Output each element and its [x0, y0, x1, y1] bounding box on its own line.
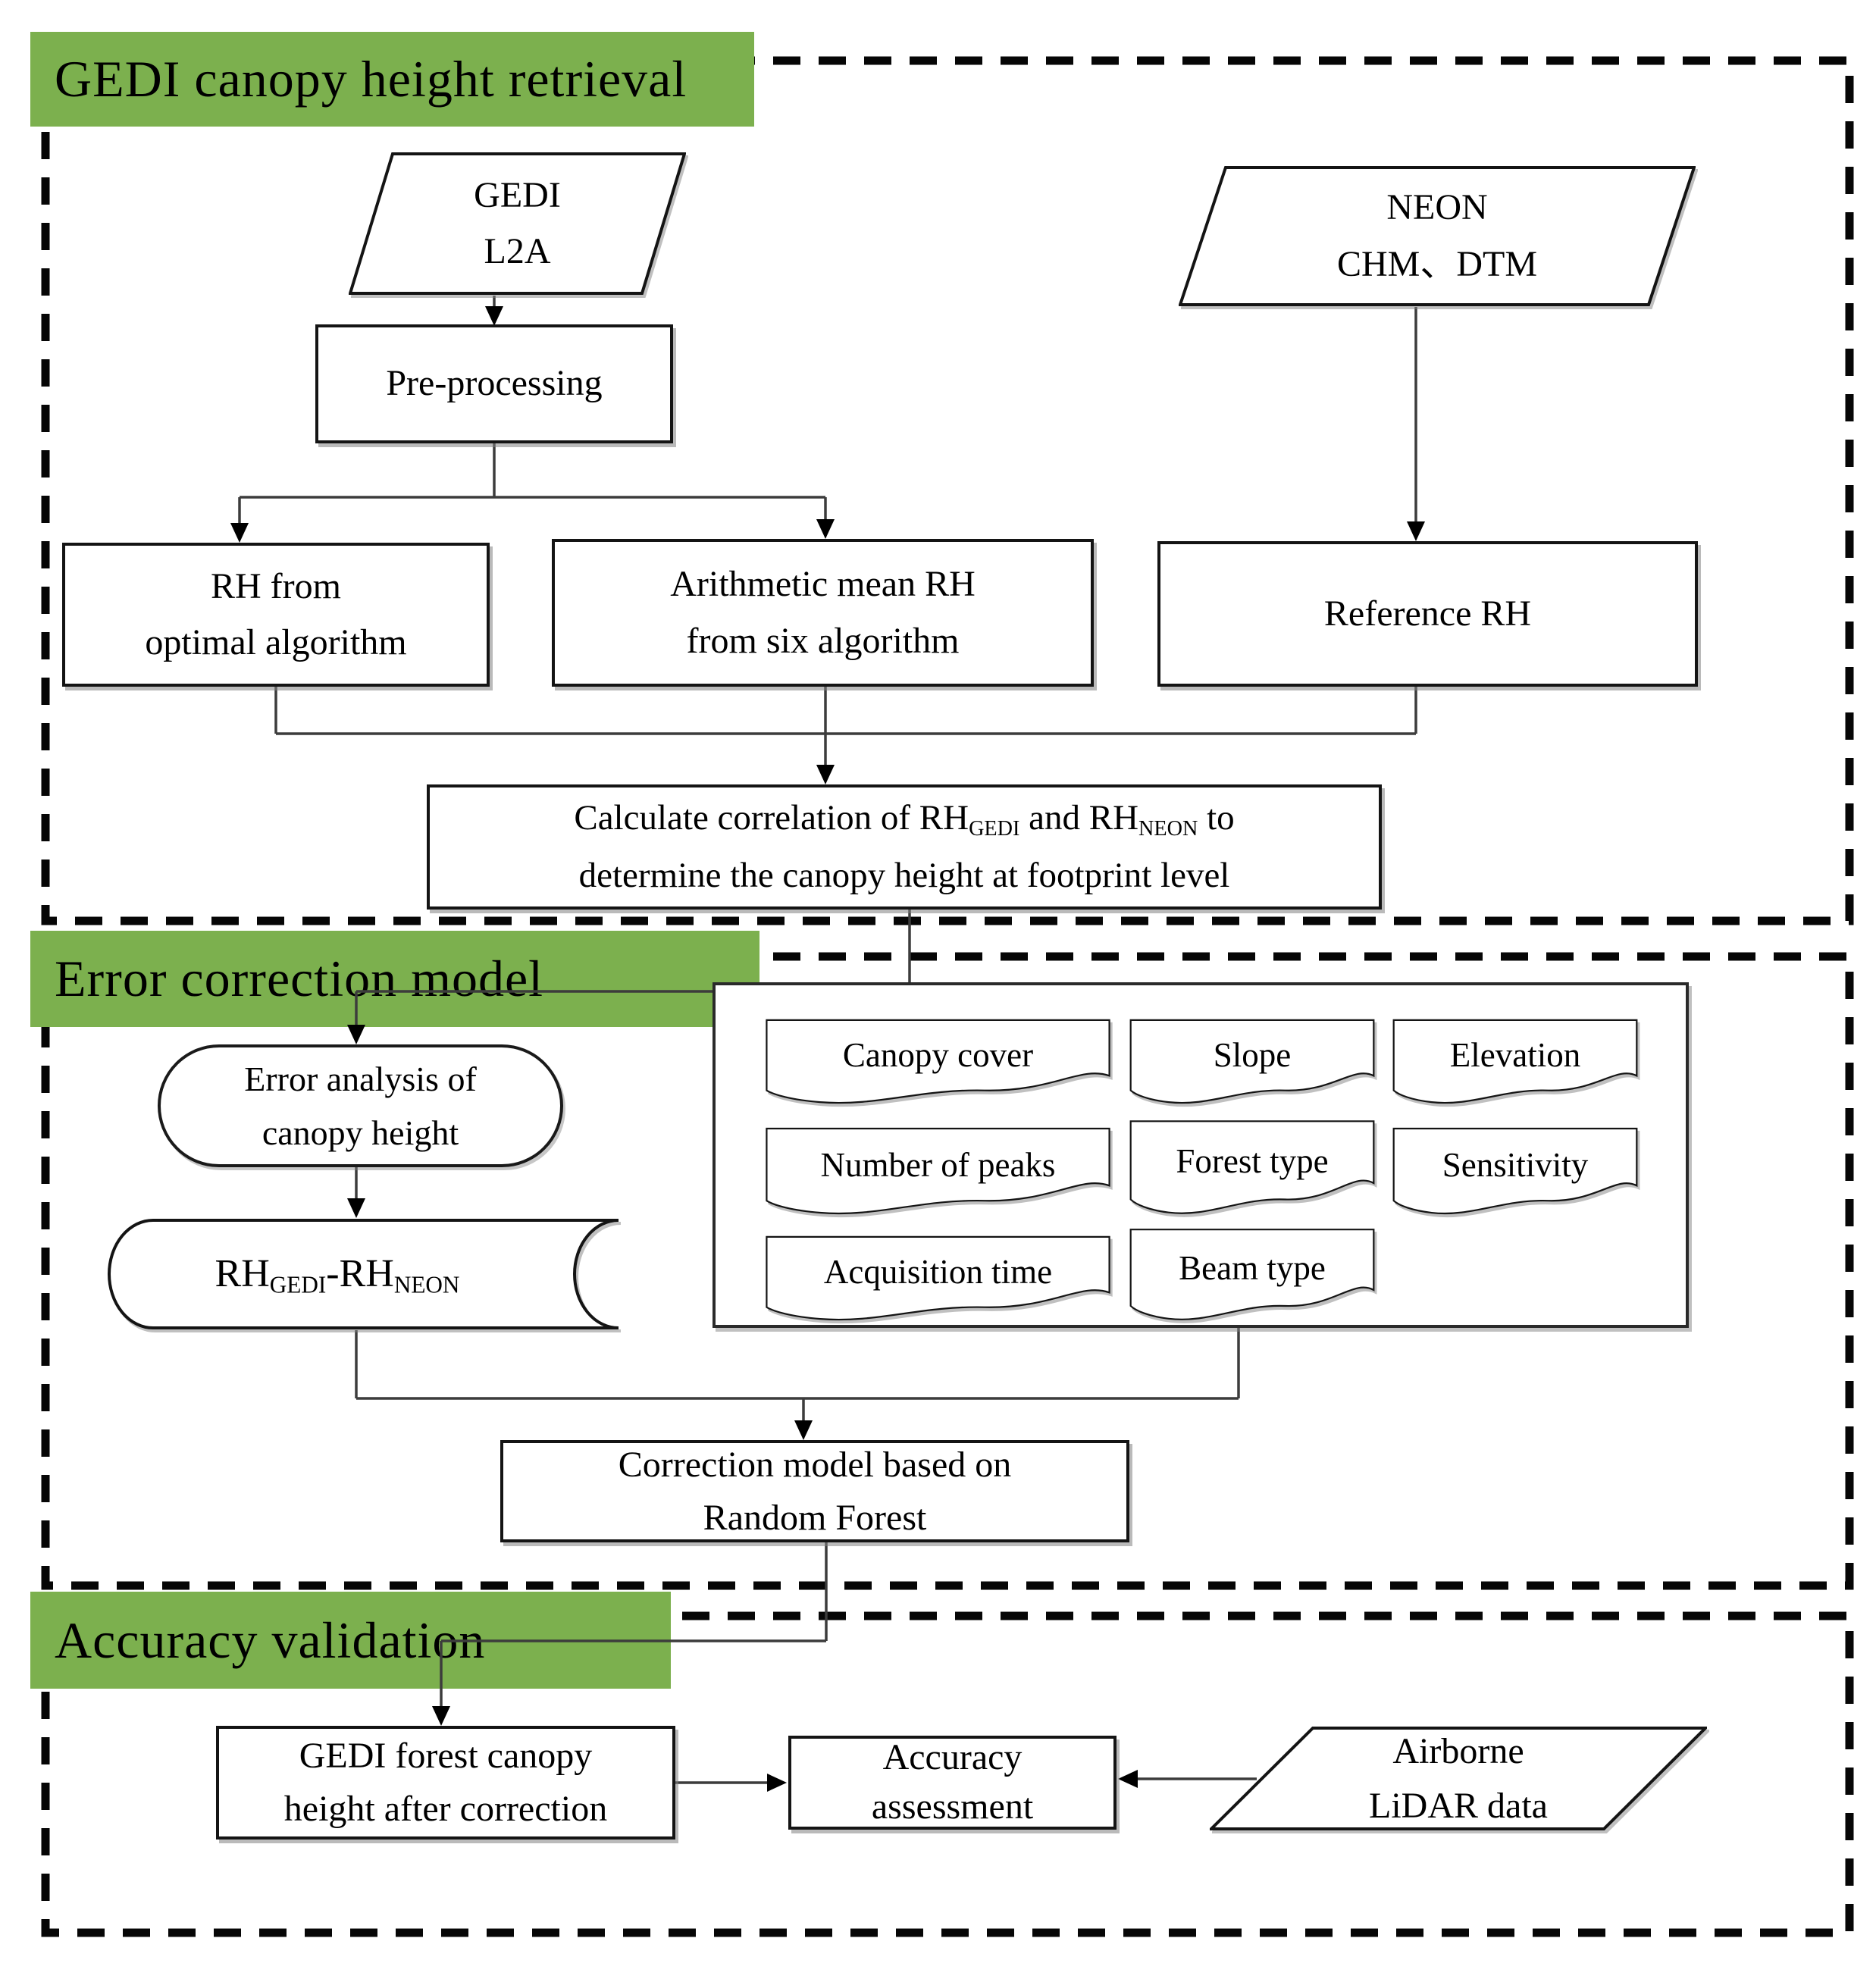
node-rh-gedi-minus-rh-neon: RHGEDI-RHNEON: [106, 1218, 622, 1330]
param-number-of-peaks: Number of peaks: [759, 1126, 1117, 1216]
node-pre-processing: Pre-processing: [315, 324, 673, 443]
node-label: GEDI forest canopy: [299, 1736, 593, 1777]
node-correction-model: Correction model based on Random Forest: [500, 1440, 1129, 1542]
node-label: LiDAR data: [1369, 1785, 1548, 1826]
param-label: Canopy cover: [842, 1036, 1034, 1075]
node-label: height after correction: [283, 1789, 608, 1829]
node-label: assessment: [871, 1786, 1034, 1827]
node-label: L2A: [484, 231, 551, 271]
node-label: Airborne: [1392, 1730, 1524, 1771]
node-label: Accuracy: [882, 1737, 1023, 1778]
section-title: GEDI canopy height retrieval: [55, 50, 687, 108]
section-title: Error correction model: [55, 950, 544, 1007]
node-gedi-height-after-correction: GEDI forest canopy height after correcti…: [216, 1726, 675, 1840]
param-acquisition-time: Acquisition time: [759, 1234, 1117, 1322]
node-label: Reference RH: [1323, 593, 1532, 634]
node-airborne-lidar: Airborne LiDAR data: [1210, 1726, 1707, 1831]
param-forest-type: Forest type: [1126, 1118, 1379, 1216]
node-label: NEON: [1386, 187, 1488, 228]
param-slope: Slope: [1126, 1017, 1379, 1105]
node-label: Calculate correlation of RHGEDI and RHNE…: [574, 798, 1235, 841]
param-sensitivity: Sensitivity: [1389, 1126, 1642, 1216]
param-label: Acquisition time: [823, 1253, 1053, 1292]
param-label: Number of peaks: [820, 1145, 1056, 1184]
node-label: CHM、DTM: [1336, 243, 1538, 284]
param-elevation: Elevation: [1389, 1017, 1642, 1105]
node-label: Arithmetic mean RH: [670, 564, 976, 605]
node-label: Correction model based on: [618, 1444, 1012, 1485]
param-label: Forest type: [1176, 1141, 1329, 1180]
param-label: Sensitivity: [1442, 1145, 1589, 1184]
section-header-error-correction: Error correction model: [30, 931, 759, 1027]
node-label: Error analysis of: [244, 1059, 477, 1098]
node-error-analysis: Error analysis of canopy height: [158, 1044, 563, 1167]
node-arithmetic-mean-rh: Arithmetic mean RH from six algorithm: [552, 539, 1094, 687]
node-label: RHGEDI-RHNEON: [215, 1251, 460, 1298]
param-beam-type: Beam type: [1126, 1226, 1379, 1322]
node-label: determine the canopy height at footprint…: [578, 855, 1230, 895]
param-label: Elevation: [1449, 1036, 1581, 1075]
section-title: Accuracy validation: [55, 1611, 486, 1669]
param-label: Beam type: [1179, 1249, 1326, 1288]
node-label: Pre-processing: [386, 363, 603, 404]
node-neon-chm-dtm: NEON CHM、DTM: [1179, 165, 1696, 307]
node-accuracy-assessment: Accuracy assessment: [788, 1736, 1117, 1830]
section-header-retrieval: GEDI canopy height retrieval: [30, 32, 754, 127]
node-calculate-correlation: Calculate correlation of RHGEDI and RHNE…: [427, 784, 1382, 910]
node-label: GEDI: [474, 174, 561, 215]
section-header-accuracy-validation: Accuracy validation: [30, 1592, 671, 1689]
node-gedi-l2a: GEDI L2A: [349, 152, 686, 296]
node-label: canopy height: [262, 1113, 459, 1152]
param-label: Slope: [1213, 1036, 1292, 1075]
node-label: RH from: [211, 565, 341, 606]
node-label: Random Forest: [703, 1497, 927, 1538]
node-reference-rh: Reference RH: [1157, 541, 1698, 687]
node-label: from six algorithm: [686, 620, 960, 661]
node-rh-optimal-algorithm: RH from optimal algorithm: [62, 543, 490, 687]
param-canopy-cover: Canopy cover: [759, 1017, 1117, 1105]
node-label: optimal algorithm: [145, 622, 407, 662]
